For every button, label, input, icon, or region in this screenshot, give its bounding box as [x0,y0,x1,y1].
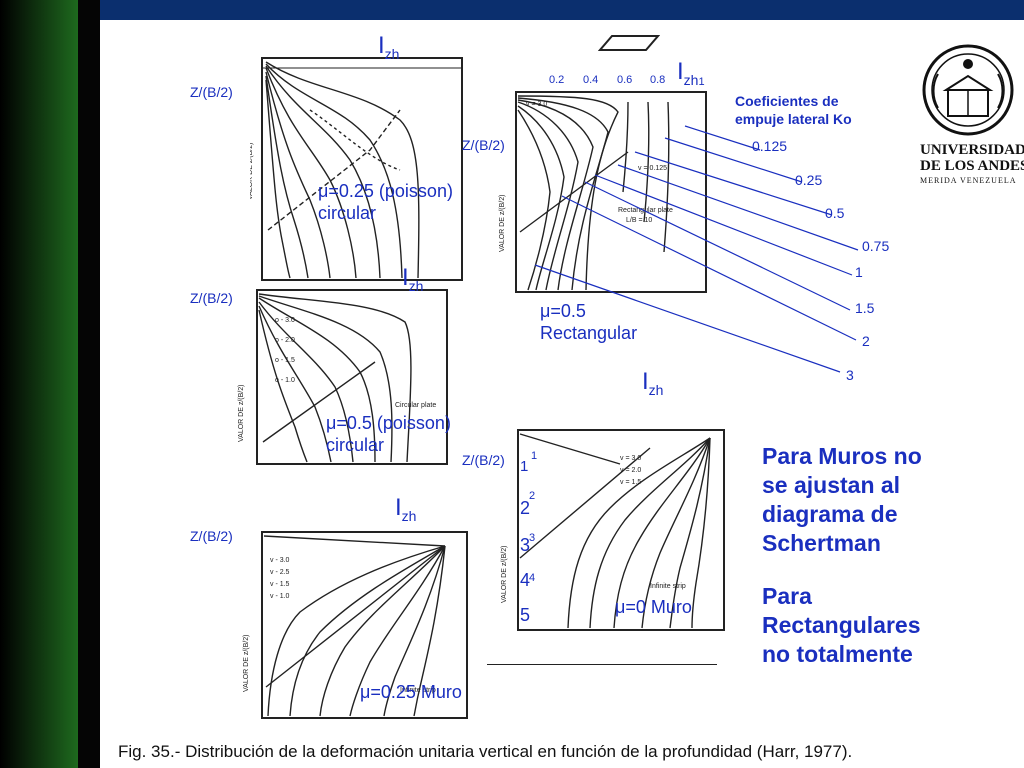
izh-label-plot3: Izh [395,494,417,524]
top-title-band [100,0,1024,20]
izh-label-plot1: Izh [378,32,400,62]
logo-line3: MERIDA VENEZUELA [920,176,1017,185]
svg-text:v - 1.0: v - 1.0 [270,593,290,600]
logo-line2: DE LOS ANDES [920,158,1024,174]
ko-leader-lines [534,125,859,373]
izh-label-plot4: Izh1 [677,58,705,88]
svg-text:Rectangular plate: Rectangular plate [618,207,673,214]
ko-value-3: 3 [846,367,854,383]
scale-tick-06: 0.6 [617,74,633,86]
depth-tick-small-4: 4 [529,572,536,584]
svg-text:o - 1.5: o - 1.5 [275,357,295,364]
plot5-note: μ=0 Muro [615,597,692,617]
svg-text:v = 3.0: v = 3.0 [526,101,547,108]
svg-text:o - 1.0: o - 1.0 [275,377,295,384]
izh-label-plot2: Izh [402,264,424,294]
svg-text:Infinite strip: Infinite strip [650,583,686,590]
plot2-note: μ=0.5 (poisson)circular [326,413,451,455]
svg-text:v - 3.0: v - 3.0 [270,557,290,564]
ko-value-05: 0.5 [825,205,845,221]
ko-value-1: 1 [855,264,863,280]
zb-label-plot2: Z/(B/2) [190,290,233,306]
logo-line1: UNIVERSIDAD [920,142,1024,158]
figure-caption: Fig. 35.- Distribución de la deformación… [118,742,853,761]
svg-text:VALOR DE z/(B/2): VALOR DE z/(B/2) [501,546,508,603]
depth-tick-2: 2 [520,498,531,518]
svg-text:VALOR DE z/(B/2): VALOR DE z/(B/2) [243,635,250,692]
scale-tick-02: 0.2 [549,74,565,86]
svg-text:v = 0.125: v = 0.125 [638,165,667,172]
zb-label-plot5: Z/(B/2) [462,452,505,468]
svg-text:v - 1.5: v - 1.5 [270,581,290,588]
svg-text:o - 2.0: o - 2.0 [275,337,295,344]
depth-tick-5: 5 [520,605,531,625]
zb-label-plot1: Z/(B/2) [190,84,233,100]
ko-value-2: 2 [862,333,870,349]
svg-text:v = 1.5: v = 1.5 [620,479,641,486]
plot1-note: μ=0.25 (poisson)circular [318,181,453,223]
svg-text:VALOR DE z/(B/2): VALOR DE z/(B/2) [499,195,506,252]
depth-tick-small-2: 2 [529,490,536,502]
ko-value-0125: 0.125 [752,138,788,154]
depth-tick-3: 3 [520,535,531,555]
izh-label-plot5: Izh [642,368,664,398]
plot-circular-025: VALOR DE z/(B/2) [250,57,463,281]
zb-label-plot4: Z/(B/2) [462,137,505,153]
ko-value-025: 0.25 [795,172,823,188]
ko-value-15: 1.5 [855,300,875,316]
depth-tick-1: 1 [520,458,529,475]
svg-text:VALOR DE z/(B/2): VALOR DE z/(B/2) [238,385,245,442]
svg-text:Infinite strip: Infinite strip [400,687,436,694]
depth-tick-small-3: 3 [529,532,536,544]
depth-tick-4: 4 [520,570,531,590]
svg-text:L/B = 10: L/B = 10 [626,217,652,224]
depth-tick-small-1: 1 [531,450,538,462]
svg-text:v - 2.5: v - 2.5 [270,569,290,576]
plot-circular-05: o - 3.0 o - 2.0 o - 1.5 o - 1.0 Circular p… [238,289,448,465]
plot3-note: μ=0.25 Muro [360,682,462,702]
parallelogram-icon [598,35,660,51]
svg-text:v = 3.0: v = 3.0 [620,455,641,462]
svg-text:Circular plate: Circular plate [395,402,436,409]
svg-text:o - 3.0: o - 3.0 [275,317,295,324]
scan-caption-stamp [487,664,717,705]
plot-muro-025: v - 3.0 v - 2.5 v - 1.5 v - 1.0 Infinite s… [243,531,468,719]
left-dark-strip [78,0,100,768]
scale-tick-04: 0.4 [583,74,599,86]
ko-value-075: 0.75 [862,238,890,254]
university-crest-icon [922,44,1014,136]
svg-text:VALOR DE z/(B/2): VALOR DE z/(B/2) [250,143,254,200]
left-decorative-bar [0,0,78,768]
zb-label-plot3: Z/(B/2) [190,528,233,544]
scale-tick-08: 0.8 [650,74,666,86]
svg-text:v = 2.0: v = 2.0 [620,467,641,474]
